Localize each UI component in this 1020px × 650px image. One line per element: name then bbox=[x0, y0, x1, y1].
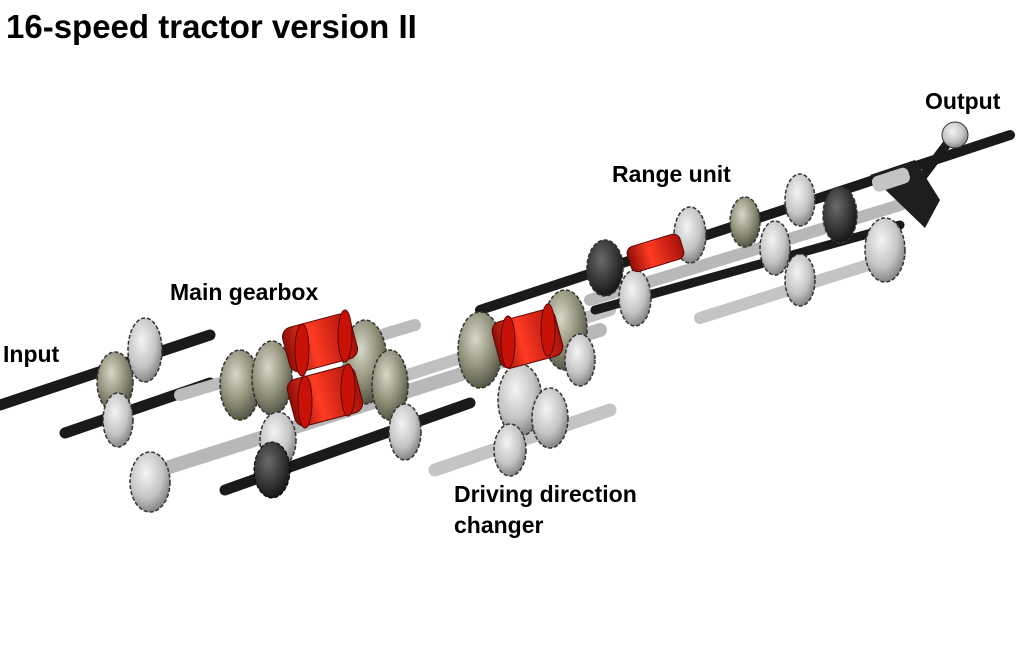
driving-direction-gears bbox=[457, 289, 596, 477]
range-gear-6 bbox=[864, 217, 906, 283]
middle-clutch-ring-2 bbox=[540, 303, 556, 357]
input-gear-lower bbox=[102, 392, 134, 448]
range-gear-4 bbox=[784, 173, 816, 227]
label-input: Input bbox=[3, 341, 60, 367]
main-clutch-ring-4 bbox=[340, 363, 356, 417]
gear-main-4 bbox=[371, 349, 409, 421]
output-beam-light bbox=[871, 167, 910, 192]
range-dark-gear bbox=[586, 239, 624, 297]
middle-clutch-ring-1 bbox=[500, 315, 516, 369]
dark-gear-bottom bbox=[253, 441, 291, 499]
label-driving-direction-changer: Driving direction changer bbox=[454, 479, 637, 541]
range-gear-5 bbox=[822, 186, 858, 244]
range-clutch bbox=[626, 233, 685, 273]
range-unit-gears bbox=[586, 173, 906, 327]
label-output: Output bbox=[925, 88, 1001, 114]
middle-clutch bbox=[491, 303, 564, 369]
main-gearbox-clutches bbox=[281, 309, 364, 429]
main-clutch-ring-2 bbox=[337, 309, 353, 363]
main-clutch-ring-1 bbox=[294, 323, 310, 377]
range-gear-8 bbox=[618, 269, 652, 327]
dd-gear-6 bbox=[564, 333, 596, 387]
range-gear-7 bbox=[784, 253, 816, 307]
range-gear-2 bbox=[729, 196, 761, 248]
idler-gear bbox=[129, 451, 171, 513]
page-title: 16-speed tractor version II bbox=[6, 8, 417, 45]
range-clutch-body bbox=[626, 233, 685, 273]
dd-gear-5 bbox=[493, 423, 527, 477]
input-gear-light bbox=[127, 317, 163, 383]
label-driving-direction-line2: changer bbox=[454, 512, 544, 538]
output-assembly bbox=[870, 121, 969, 228]
label-main-gearbox: Main gearbox bbox=[170, 279, 319, 305]
dd-gear-4 bbox=[531, 387, 569, 449]
gear-main-5 bbox=[388, 403, 422, 461]
main-clutch-ring-3 bbox=[297, 375, 313, 429]
label-driving-direction-line1: Driving direction bbox=[454, 481, 637, 507]
output-connector bbox=[941, 121, 969, 149]
range-gear-3 bbox=[759, 220, 791, 276]
label-range-unit: Range unit bbox=[612, 161, 731, 187]
